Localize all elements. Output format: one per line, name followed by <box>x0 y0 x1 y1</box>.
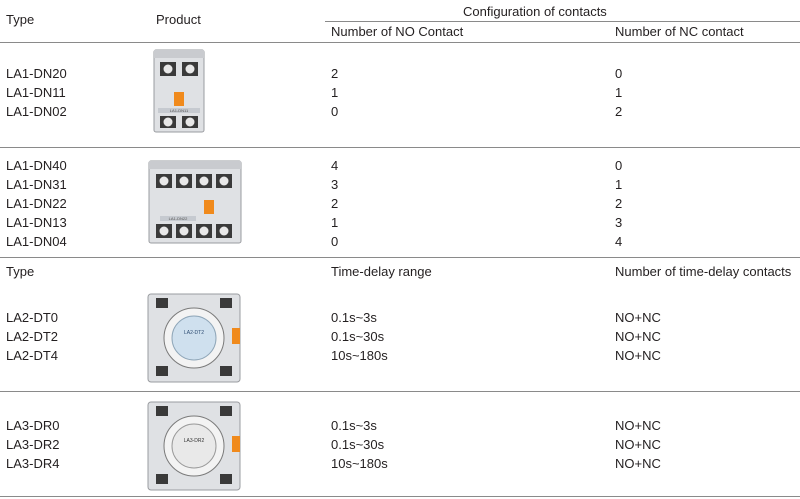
contact-block-4pole-image: LA1-DN22 <box>148 160 242 244</box>
no-contact-header: Number of NO Contact <box>331 24 464 39</box>
type-cell: LA1-DN40 <box>6 158 67 173</box>
no-count-cell: 1 <box>331 215 339 230</box>
contacts-cell: NO+NC <box>615 437 661 452</box>
group4-rule <box>0 496 800 497</box>
contact-block-2pole-image: LA1-DN11 <box>153 49 205 133</box>
range-cell: 10s~180s <box>331 456 388 471</box>
type-cell: LA3-DR2 <box>6 437 60 452</box>
header-rule <box>0 42 800 43</box>
group2-types: LA1-DN40 LA1-DN31 LA1-DN22 LA1-DN13 LA1-… <box>6 156 67 251</box>
type-cell: LA2-DT0 <box>6 310 59 325</box>
group3-types: LA2-DT0 LA2-DT2 LA2-DT4 <box>6 308 58 365</box>
configuration-underline <box>325 21 800 22</box>
group3-contacts: NO+NC NO+NC NO+NC <box>615 308 661 365</box>
no-count-cell: 0 <box>331 104 339 119</box>
range-cell: 0.1s~3s <box>331 418 377 433</box>
group3-range: 0.1s~3s 0.1s~30s 10s~180s <box>331 308 388 365</box>
range-cell: 0.1s~3s <box>331 310 377 325</box>
no-count-cell: 3 <box>331 177 339 192</box>
type-cell: LA3-DR4 <box>6 456 60 471</box>
range-cell: 10s~180s <box>331 348 388 363</box>
group3-rule <box>0 391 800 392</box>
no-count-cell: 2 <box>331 196 339 211</box>
type-cell: LA1-DN04 <box>6 234 67 249</box>
type-header: Type <box>6 12 35 27</box>
no-count-cell: 1 <box>331 85 339 100</box>
time-delay-range-header: Time-delay range <box>331 264 432 279</box>
type-cell: LA1-DN02 <box>6 104 67 119</box>
type-cell: LA2-DT4 <box>6 348 59 363</box>
group4-types: LA3-DR0 LA3-DR2 LA3-DR4 <box>6 416 59 473</box>
product-label: LA1-DN22 <box>169 216 188 221</box>
nc-count-cell: 2 <box>615 104 623 119</box>
type-cell: LA2-DT2 <box>6 329 59 344</box>
contacts-cell: NO+NC <box>615 348 661 363</box>
contacts-cell: NO+NC <box>615 329 661 344</box>
contacts-cell: NO+NC <box>615 310 661 325</box>
nc-count-cell: 0 <box>615 66 623 81</box>
group1-nc: 0 1 2 <box>615 64 622 121</box>
product-label: LA2-DT2 <box>184 330 204 336</box>
type-cell: LA1-DN20 <box>6 66 67 81</box>
group1-no: 2 1 0 <box>331 64 338 121</box>
no-count-cell: 0 <box>331 234 339 249</box>
group2-rule <box>0 257 800 258</box>
group4-range: 0.1s~3s 0.1s~30s 10s~180s <box>331 416 388 473</box>
type-cell: LA1-DN13 <box>6 215 67 230</box>
nc-count-cell: 3 <box>615 215 623 230</box>
group4-contacts: NO+NC NO+NC NO+NC <box>615 416 661 473</box>
group2-no: 4 3 2 1 0 <box>331 156 338 251</box>
type-header-2: Type <box>6 264 35 279</box>
range-cell: 0.1s~30s <box>331 437 385 452</box>
configuration-header: Configuration of contacts <box>463 4 607 19</box>
time-delay-contacts-header: Number of time-delay contacts <box>615 264 792 279</box>
type-cell: LA1-DN31 <box>6 177 67 192</box>
nc-count-cell: 4 <box>615 234 623 249</box>
product-label: LA3-DR2 <box>184 438 205 444</box>
timer-block-dr-image: LA3-DR2 <box>147 401 241 491</box>
type-cell: LA1-DN22 <box>6 196 67 211</box>
no-count-cell: 4 <box>331 158 339 173</box>
nc-contact-header: Number of NC contact <box>615 24 744 39</box>
group1-rule <box>0 147 800 148</box>
product-header: Product <box>156 12 201 27</box>
contacts-cell: NO+NC <box>615 418 661 433</box>
nc-count-cell: 2 <box>615 196 623 211</box>
nc-count-cell: 1 <box>615 85 623 100</box>
range-cell: 0.1s~30s <box>331 329 385 344</box>
type-cell: LA3-DR0 <box>6 418 60 433</box>
no-count-cell: 2 <box>331 66 339 81</box>
type-cell: LA1-DN11 <box>6 85 66 100</box>
timer-block-dt-image: LA2-DT2 <box>147 293 241 383</box>
group1-types: LA1-DN20 LA1-DN11 LA1-DN02 <box>6 64 67 121</box>
nc-count-cell: 0 <box>615 158 623 173</box>
contacts-cell: NO+NC <box>615 456 661 471</box>
nc-count-cell: 1 <box>615 177 623 192</box>
product-label: LA1-DN11 <box>170 108 189 113</box>
group2-nc: 0 1 2 3 4 <box>615 156 622 251</box>
